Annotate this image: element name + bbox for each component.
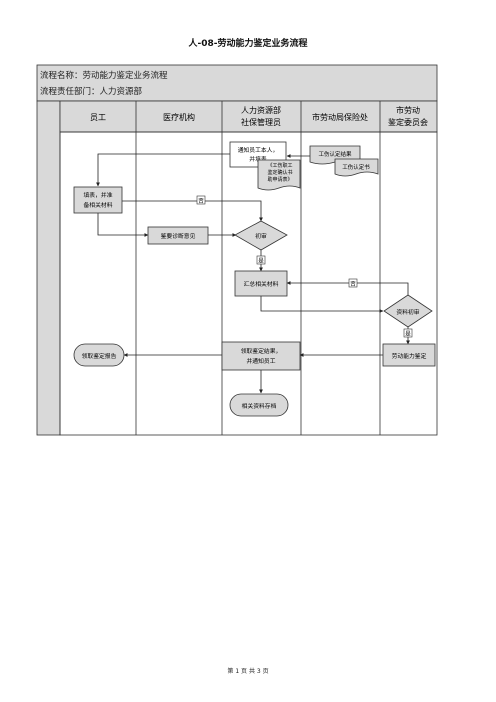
node-application-form-doc xyxy=(257,159,301,191)
node-fill-form-line1: 填表，并准 xyxy=(84,191,113,199)
node-collect-label: 汇总相关材料 xyxy=(244,280,279,288)
lane-hr-line1: 人力资源部 xyxy=(241,105,281,115)
lane-hr-line2: 社保管理员 xyxy=(241,117,281,127)
node-material-review xyxy=(383,294,433,328)
node-notify-line2: 并填表 xyxy=(249,155,267,163)
node-obtain-result xyxy=(221,341,301,371)
node-capacity-appraisal xyxy=(382,343,436,367)
lanes-body xyxy=(59,131,438,436)
lane-committee-line2: 鉴定委员会 xyxy=(388,117,428,127)
node-injury-result-label: 工伤认定结果 xyxy=(318,150,352,158)
node-obtain-line1: 领取鉴定结果， xyxy=(241,347,282,355)
node-collect-materials xyxy=(234,270,288,297)
node-fill-form xyxy=(73,186,123,214)
node-diagnosis-label: 鉴要诊断意见 xyxy=(161,232,196,240)
lane-header-row xyxy=(59,100,438,133)
node-injury-book-label: 工伤认定书 xyxy=(342,163,370,171)
process-dept: 流程责任部门：人力资源部 xyxy=(40,86,143,97)
node-injury-certificate-doc xyxy=(334,158,379,177)
left-margin-strip xyxy=(36,100,61,436)
node-review1-label: 初审 xyxy=(255,232,267,240)
node-receive-report-label: 领取鉴定报告 xyxy=(82,352,117,360)
label-yes-2: 是 xyxy=(405,331,411,338)
node-doc-line3: 助申请表》 xyxy=(267,176,292,183)
node-obtain-line2: 并通知员工 xyxy=(247,357,276,365)
page-footer: 第 1 页 共 3 页 xyxy=(227,668,269,675)
node-receive-report xyxy=(73,343,125,367)
node-doc-line2: 鉴定确认书 xyxy=(267,169,292,176)
node-appraisal-label: 劳动能力鉴定 xyxy=(392,352,427,360)
node-archive-label: 相关资料存档 xyxy=(242,402,277,410)
lane-employee: 员工 xyxy=(90,113,106,122)
label-yes-1: 是 xyxy=(258,258,264,265)
node-archive xyxy=(229,393,289,417)
lane-medical: 医疗机构 xyxy=(163,112,195,122)
lane-labor-bureau: 市劳动局保险处 xyxy=(312,112,368,122)
label-no-2: 否 xyxy=(350,281,356,288)
document-title: 人-08-劳动能力鉴定业务流程 xyxy=(188,39,308,49)
process-name: 流程名称：劳动能力鉴定业务流程 xyxy=(40,70,168,81)
node-notify-line1: 通知员工本人， xyxy=(238,146,279,154)
label-no-1: 否 xyxy=(198,198,204,205)
node-fill-form-line2: 备相关材料 xyxy=(84,201,113,209)
node-doc-line1: 《工伤职工 xyxy=(267,162,292,169)
lane-committee-line1: 市劳动 xyxy=(396,105,420,115)
node-initial-review xyxy=(234,220,288,251)
node-diagnosis xyxy=(147,226,209,245)
node-review2-label: 资料初审 xyxy=(396,308,419,316)
